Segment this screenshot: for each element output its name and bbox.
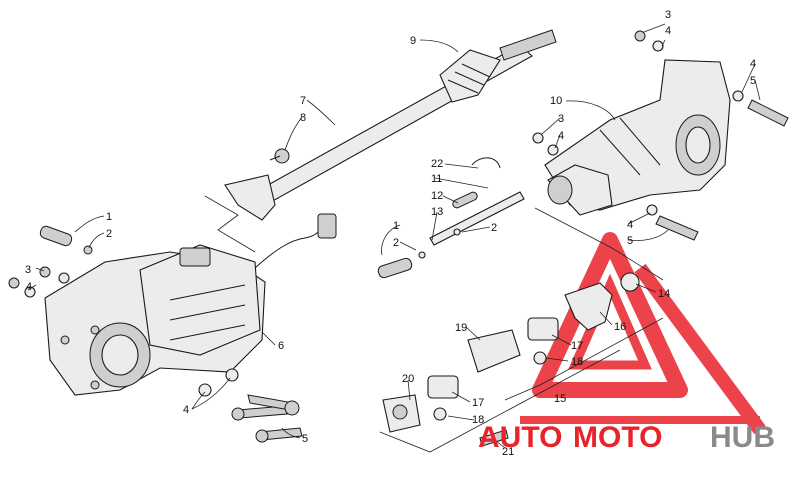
breather-spring-left [39,225,93,255]
watermark-auto: AUTO [478,421,562,454]
callout-18: 18 [571,356,583,368]
callout-22: 22 [431,158,443,170]
watermark-text: AUTO MOTO HUB [478,421,775,454]
callout-numbers: 1 2 3 4 4 5 6 7 8 9 10 3 4 3 4 4 5 4 5 2… [25,9,756,458]
callout-2: 2 [106,228,112,240]
callout-20: 20 [402,373,414,385]
front-differential-housing [44,213,337,396]
callout-4: 4 [750,58,756,70]
callout-5: 5 [627,235,633,247]
callout-15: 15 [554,393,566,405]
callout-19: 19 [455,322,467,334]
phantom-lines [204,195,664,453]
callout-2: 2 [393,237,399,249]
callout-17: 17 [571,340,583,352]
callout-6: 6 [278,340,284,352]
callout-9: 9 [410,35,416,47]
callout-2: 2 [491,222,497,234]
callout-4: 4 [665,25,671,37]
callout-1: 1 [106,211,112,223]
watermark-moto: MOTO [573,421,662,454]
callout-4: 4 [26,281,32,293]
callout-3: 3 [665,9,671,21]
middle-shaft-parts [377,157,525,279]
callout-17: 17 [472,397,484,409]
callout-16: 16 [614,321,626,333]
callout-11: 11 [431,173,442,185]
callout-4: 4 [627,219,633,231]
callout-1: 1 [393,220,399,232]
callout-5: 5 [302,433,308,445]
driveshaft-assembly [224,29,557,221]
rear-differential-housing [532,30,789,241]
callout-3: 3 [558,113,564,125]
callout-10: 10 [550,95,562,107]
left-fasteners [8,266,303,443]
callout-21: 21 [502,446,514,458]
callout-13: 13 [431,206,443,218]
callout-8: 8 [300,112,306,124]
callout-14: 14 [658,288,670,300]
callout-7: 7 [300,95,306,107]
callout-12: 12 [431,190,443,202]
driveshaft-yokes [382,272,640,447]
callout-4: 4 [558,130,564,142]
callout-18: 18 [472,414,484,426]
leader-lines [27,23,761,449]
callout-5: 5 [750,75,756,87]
callout-4: 4 [183,404,189,416]
callout-3: 3 [25,264,31,276]
watermark-hub: HUB [710,421,775,454]
